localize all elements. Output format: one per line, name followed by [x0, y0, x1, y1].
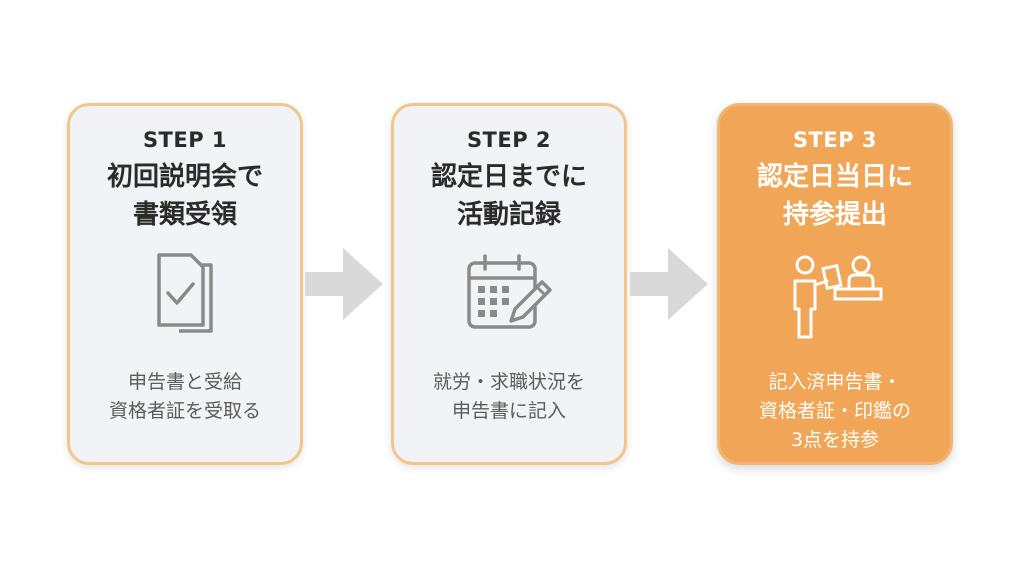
step-description-line: 就労・求職状況を — [432, 371, 585, 393]
step-title: 認定日当日に 持参提出 — [720, 158, 950, 234]
step-description-line: 3点を持参 — [790, 429, 880, 451]
step-title-line: 初回説明会で — [106, 162, 263, 192]
step-title: 認定日までに 活動記録 — [394, 158, 624, 234]
step-label: STEP 1 — [142, 128, 228, 152]
step-card-3: STEP 3 認定日当日に 持参提出 記入済申告書・ 資格者証・印鑑の 3点を持… — [717, 103, 953, 465]
step-card-1: STEP 1 初回説明会で 書類受領 申告書と受給 資格者証を受取る — [67, 103, 303, 465]
step-description-line: 申告書と受給 — [127, 371, 242, 393]
document-check-icon — [157, 253, 213, 333]
step-title-line: 書類受領 — [132, 200, 237, 230]
step-description-line: 資格者証を受取る — [108, 400, 261, 422]
calendar-pen-icon — [467, 254, 552, 329]
step-description: 就労・求職状況を 申告書に記入 — [394, 368, 624, 426]
step-description-line: 資格者証・印鑑の — [758, 400, 911, 422]
step-title-line: 認定日までに — [430, 162, 587, 192]
step-title-line: 持参提出 — [782, 200, 887, 230]
step-label: STEP 3 — [792, 128, 878, 152]
right-arrow-icon — [305, 248, 383, 320]
counter-submission-icon — [793, 255, 883, 339]
step-title: 初回説明会で 書類受領 — [70, 158, 300, 234]
step-description-line: 記入済申告書・ — [768, 371, 902, 393]
step-description: 記入済申告書・ 資格者証・印鑑の 3点を持参 — [720, 368, 950, 455]
step-title-line: 活動記録 — [456, 200, 561, 230]
step-title-line: 認定日当日に — [756, 162, 913, 192]
step-card-2: STEP 2 認定日までに 活動記録 就労・求職状況を 申告書に記入 — [391, 103, 627, 465]
step-label: STEP 2 — [466, 128, 552, 152]
step-description: 申告書と受給 資格者証を受取る — [70, 368, 300, 426]
right-arrow-icon — [630, 248, 708, 320]
step-description-line: 申告書に記入 — [451, 400, 566, 422]
